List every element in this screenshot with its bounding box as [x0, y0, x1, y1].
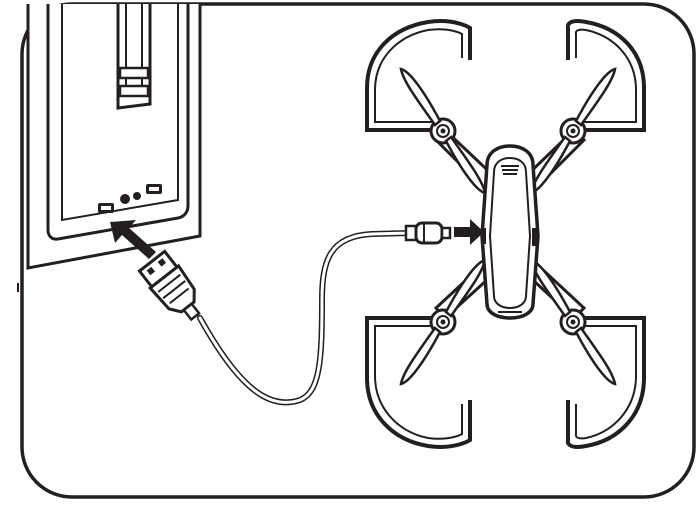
- usb-cable-icon: [197, 230, 413, 406]
- usb-port-icon: [146, 184, 162, 194]
- propeller-guard: [565, 19, 646, 132]
- computer-tower-icon: [17, 4, 202, 292]
- figure-frame: [20, 2, 696, 499]
- propeller-icon: [399, 258, 487, 386]
- audio-jack-icon: [133, 192, 141, 200]
- micro-usb-plug-icon: [404, 221, 452, 245]
- drone-body: [480, 144, 540, 320]
- insert-into-drone-arrow-icon: [454, 219, 484, 245]
- propeller-guard: [565, 316, 646, 449]
- propeller-icon: [529, 258, 617, 386]
- propeller-guard: [365, 316, 472, 449]
- quadcopter-drone-icon: [365, 19, 646, 449]
- insert-into-computer-arrow-icon: [110, 220, 156, 259]
- audio-jack-icon: [120, 194, 130, 204]
- usb-plug-icon: [137, 249, 201, 322]
- usb-port-icon: [98, 203, 114, 213]
- propeller-guard: [365, 19, 472, 132]
